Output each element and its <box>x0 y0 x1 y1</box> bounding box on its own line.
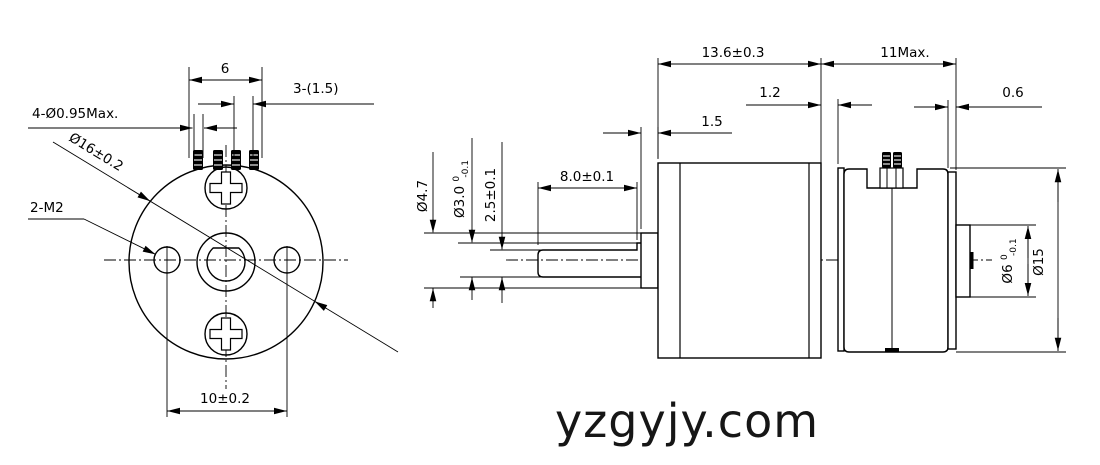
shaft-d-cut <box>206 247 246 282</box>
spacer-plate <box>837 167 845 352</box>
rear-boss-dia-upper: 0 <box>1000 254 1010 260</box>
side-profile <box>537 162 974 359</box>
dim-shaft-flat-length-label: 8.0±0.1 <box>560 169 614 185</box>
front-profile <box>128 164 324 360</box>
dim-gearbox-length-label: 13.6±0.3 <box>702 45 765 61</box>
dim-pin-pitch-label: 3-(1.5) <box>293 81 338 97</box>
dim-hole-spacing-label: 10±0.2 <box>200 391 250 407</box>
dim-shaft-flat-height-label: 2.5±0.1 <box>483 168 499 222</box>
dim-rear-step-label: 0.6 <box>1002 85 1023 101</box>
dim-spacer-label: 1.2 <box>759 85 780 101</box>
gearbox-body <box>657 162 822 359</box>
rear-boss-dia-lower: -0.1 <box>1009 238 1019 256</box>
front-view: 6 3-(1.5) 4-Ø0.95Max. Ø16±0.2 <box>28 61 399 417</box>
dim-mount-holes <box>28 218 156 255</box>
side-view: 13.6±0.3 11Max. 1.2 1.5 <box>415 45 1066 359</box>
dim-front-boss-length-label: 1.5 <box>701 114 722 130</box>
rear-boss-dia-base: Ø6 <box>1000 264 1016 283</box>
motor-can <box>843 168 949 353</box>
terminal-block <box>879 167 904 189</box>
dim-pins-overall-label: 6 <box>221 61 230 77</box>
side-terminal-pins <box>882 152 902 168</box>
screw-bottom <box>204 312 248 356</box>
dim-pin-diameter-label: 4-Ø0.95Max. <box>32 106 118 122</box>
shaft-dia-lower: -0.1 <box>461 160 471 178</box>
front-extension-lines <box>166 67 288 417</box>
shaft-dia-upper: 0 <box>452 176 462 182</box>
side-extension-lines <box>424 58 1066 353</box>
dim-mount-holes-label: 2-M2 <box>30 200 64 216</box>
front-bearing-boss <box>640 232 659 289</box>
rear-bearing-boss <box>955 224 971 298</box>
dim-shaft-dia-label: Ø3.0 0 -0.1 <box>447 160 471 218</box>
front-terminal-pins <box>193 150 259 170</box>
phillips-cross-bottom <box>209 317 243 351</box>
dim-front-boss-dia-label: Ø4.7 <box>415 180 431 212</box>
watermark-text: yzgyjy.com <box>555 394 819 448</box>
shaft-dia-base: Ø3.0 <box>452 186 468 218</box>
dim-rear-boss-dia-label: Ø6 0 -0.1 <box>995 238 1019 283</box>
bottom-tab <box>885 348 899 352</box>
dim-body-dia-label: Ø15 <box>1031 248 1047 276</box>
rear-shaft-nub <box>970 252 974 269</box>
phillips-cross-top <box>209 171 243 205</box>
dim-bolt-circle <box>52 141 399 353</box>
dim-motor-length-label: 11Max. <box>880 45 929 61</box>
screw-top <box>204 166 248 210</box>
rear-end-cap <box>947 171 957 350</box>
